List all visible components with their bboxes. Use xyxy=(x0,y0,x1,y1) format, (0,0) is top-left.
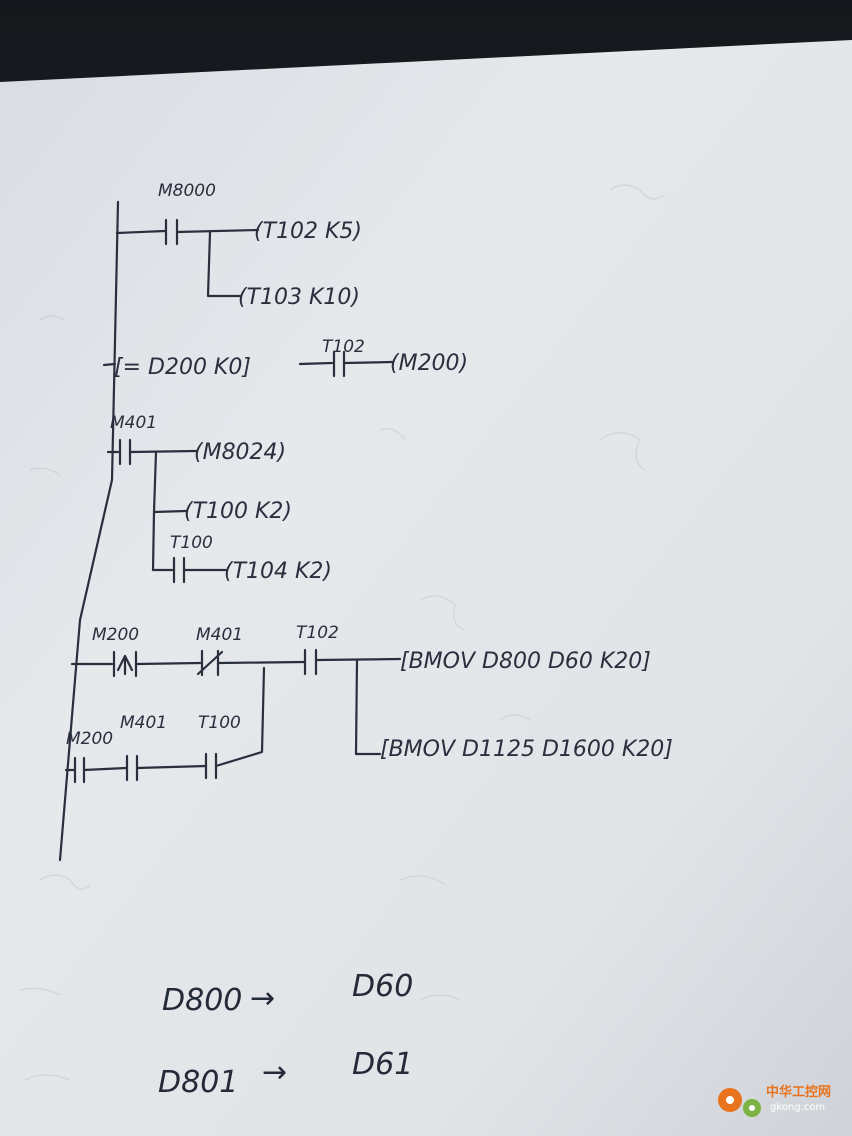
mapping-notes: D800 → D60 D801 → D61 xyxy=(158,969,413,1100)
rung3-coil3: (T104 K2) xyxy=(224,559,332,584)
rung4-branch-contacts xyxy=(73,752,218,784)
rung4-instr1: [BMOV D800 D60 K20] xyxy=(400,649,651,674)
rung-1: M8000 (T102 K5) (T103 K10) xyxy=(115,181,362,310)
rung4-branch-contact-b-label: M401 xyxy=(120,713,167,733)
note-2-to: D61 xyxy=(352,1047,413,1082)
rung1-wire xyxy=(115,229,167,235)
rung1-coil2: (T103 K10) xyxy=(238,285,360,310)
note-1-arrow: → xyxy=(250,981,275,1016)
rung4-wire-3 xyxy=(217,660,306,665)
rung2-wire-out xyxy=(343,360,394,365)
rung1-contact-label: M8000 xyxy=(158,181,216,201)
rung2-coil: (M200) xyxy=(390,351,468,376)
rung-2: [= D200 K0] T102 (M200) xyxy=(102,337,468,380)
watermark-name: 中华工控网 xyxy=(766,1084,831,1100)
rung4-contact-c-label: T102 xyxy=(296,623,339,643)
rung4-branch-right xyxy=(354,658,382,756)
rung1-branch xyxy=(206,230,242,298)
rung4-wire-4 xyxy=(315,657,402,662)
watermark: 中华工控网 gkong.com xyxy=(718,1084,831,1117)
rung-4: M200 M401 T102 [BMOV D800 D60 K20] [BMOV… xyxy=(64,623,673,784)
rung3-branch2 xyxy=(151,510,174,572)
rung3-coil1: (M8024) xyxy=(194,440,286,465)
rung4-wire-2 xyxy=(135,661,202,666)
rung2-contact-label: T102 xyxy=(322,337,365,357)
rung4-branch-contact-a-label: M200 xyxy=(66,729,113,749)
rung3-wire-out xyxy=(129,449,198,454)
rung3-sub-contact-label: T100 xyxy=(170,533,213,553)
rung2-contact xyxy=(332,350,346,378)
rung4-contact-b-label: M401 xyxy=(196,625,243,645)
paper-sheet xyxy=(0,40,852,1136)
bleed-through-marks xyxy=(19,184,666,1081)
rung2-wire xyxy=(298,361,334,366)
rung4-contact-c xyxy=(303,648,318,676)
rung2-compare: [= D200 K0] xyxy=(114,355,251,380)
rung3-coil2: (T100 K2) xyxy=(184,499,292,524)
rung-3: M401 (M8024) (T100 K2) T100 (T104 K2) xyxy=(106,413,332,584)
note-1-from: D800 xyxy=(162,983,242,1018)
note-2-from: D801 xyxy=(158,1065,238,1100)
rung4-branch-wire xyxy=(64,666,266,772)
power-rail xyxy=(58,200,120,862)
rung4-branch-contact-c-label: T100 xyxy=(198,713,241,733)
rung4-instr2: [BMOV D1125 D1600 K20] xyxy=(380,737,673,762)
note-2-arrow: → xyxy=(262,1055,287,1090)
watermark-url: gkong.com xyxy=(770,1102,825,1113)
rung2-wire-in xyxy=(102,362,117,367)
rung1-wire-out xyxy=(175,228,260,234)
rung3-contact-label: M401 xyxy=(110,413,157,433)
rung1-coil1: (T102 K5) xyxy=(254,219,362,244)
note-1-to: D60 xyxy=(352,969,413,1004)
rung4-contact-a-label: M200 xyxy=(92,625,139,645)
